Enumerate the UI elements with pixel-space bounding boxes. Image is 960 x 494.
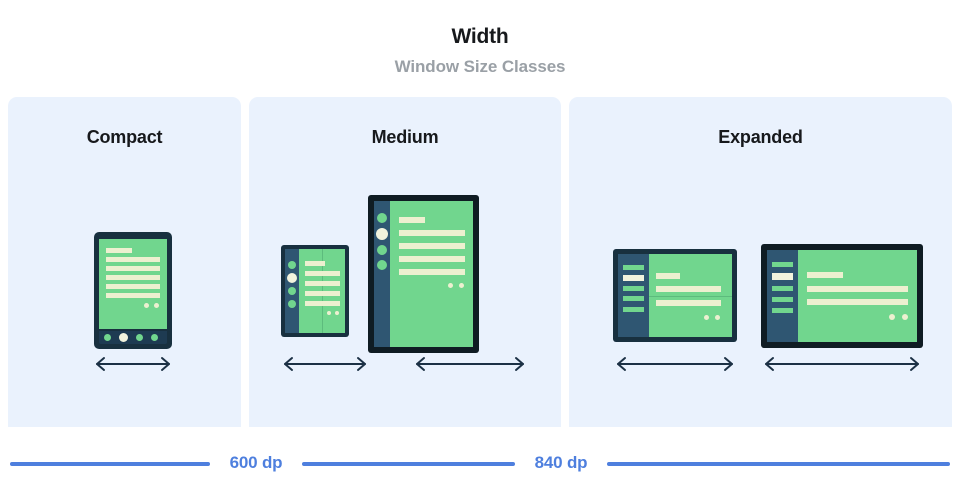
content-dot <box>889 314 895 320</box>
panel-compact: Compact <box>8 97 241 427</box>
fold-line <box>649 296 732 297</box>
content-line <box>305 291 340 296</box>
phone-bottom-nav <box>99 331 167 344</box>
content-line <box>305 261 325 266</box>
ruler-segment-compact <box>10 462 210 466</box>
device-foldable-expanded <box>613 249 737 342</box>
nav-rail <box>374 201 390 347</box>
nav-dot <box>151 334 158 341</box>
content-line <box>106 248 132 253</box>
content-dot <box>704 315 709 320</box>
content-line <box>106 257 160 262</box>
content-line <box>106 284 160 289</box>
nav-rail-bar <box>623 307 644 312</box>
device-phone-compact <box>94 232 172 349</box>
content-line <box>807 299 908 305</box>
nav-rail-bar <box>772 297 793 302</box>
nav-rail <box>285 249 299 333</box>
nav-rail-dot <box>288 261 296 269</box>
content-dot <box>448 283 453 288</box>
content-line <box>656 300 721 306</box>
phone-screen <box>99 239 167 329</box>
nav-dot <box>136 334 143 341</box>
content-line <box>106 266 160 271</box>
foldable-screen <box>299 249 345 333</box>
tablet-screen <box>390 201 473 347</box>
content-line <box>305 281 340 286</box>
nav-rail-bar <box>772 286 793 291</box>
foldable-screen <box>649 254 732 337</box>
device-tablet-expanded <box>761 244 923 348</box>
content-dot <box>144 303 149 308</box>
nav-rail-dot <box>288 287 296 295</box>
device-foldable-medium <box>281 245 349 337</box>
panel-label-medium: Medium <box>371 127 439 147</box>
nav-rail-dot-active <box>287 273 297 283</box>
nav-rail-dot <box>377 213 387 223</box>
panel-expanded: Expanded <box>569 97 952 427</box>
content-line <box>106 293 160 298</box>
content-line <box>399 269 465 275</box>
panel-label-expanded: Expanded <box>718 127 803 147</box>
nav-rail <box>767 250 798 342</box>
nav-rail-dot <box>377 260 387 270</box>
nav-rail <box>618 254 649 337</box>
width-arrow-expanded-foldable <box>613 355 737 373</box>
content-dot <box>335 311 339 315</box>
content-line <box>305 301 340 306</box>
panel-medium: Medium <box>249 97 561 427</box>
nav-rail-bar <box>772 308 793 313</box>
nav-rail-dot <box>288 300 296 308</box>
nav-rail-dot-active <box>376 228 388 240</box>
content-line <box>399 217 425 223</box>
nav-rail-bar <box>772 262 793 267</box>
content-line <box>807 286 908 292</box>
content-line <box>807 272 843 278</box>
content-line <box>106 275 160 280</box>
content-dot <box>459 283 464 288</box>
device-tablet-medium <box>368 195 479 353</box>
breakpoint-label-840dp: 840 dp <box>534 453 588 472</box>
nav-rail-dot <box>377 245 387 255</box>
nav-rail-bar <box>623 286 644 291</box>
content-line <box>656 286 721 292</box>
size-class-panels: Compact <box>8 97 952 427</box>
content-line <box>656 273 680 279</box>
content-line <box>399 256 465 262</box>
content-line <box>399 243 465 249</box>
nav-rail-bar <box>623 265 644 270</box>
content-line <box>399 230 465 236</box>
nav-rail-bar-active <box>623 275 644 281</box>
nav-rail-bar-active <box>772 273 793 280</box>
page-title: Width <box>451 25 509 48</box>
ruler-segment-medium <box>302 462 515 466</box>
breakpoint-label-600dp: 600 dp <box>229 453 283 472</box>
breakpoint-ruler: 600 dp 840 dp <box>0 447 960 487</box>
page-subtitle: Window Size Classes <box>394 57 566 76</box>
width-arrow-expanded-tablet <box>761 355 923 373</box>
content-dot <box>327 311 331 315</box>
ruler-segment-expanded <box>607 462 950 466</box>
nav-dot-active <box>119 333 128 342</box>
width-arrow-medium-foldable <box>280 355 370 373</box>
content-dot <box>902 314 908 320</box>
content-dot <box>715 315 720 320</box>
panel-label-compact: Compact <box>86 127 163 147</box>
content-dot <box>154 303 159 308</box>
nav-dot <box>104 334 111 341</box>
nav-rail-bar <box>623 296 644 301</box>
width-arrow-compact <box>92 355 174 373</box>
width-arrow-medium-tablet <box>412 355 528 373</box>
content-line <box>305 271 340 276</box>
tablet-screen <box>798 250 917 342</box>
diagram-header: Width Window Size Classes <box>0 0 960 78</box>
